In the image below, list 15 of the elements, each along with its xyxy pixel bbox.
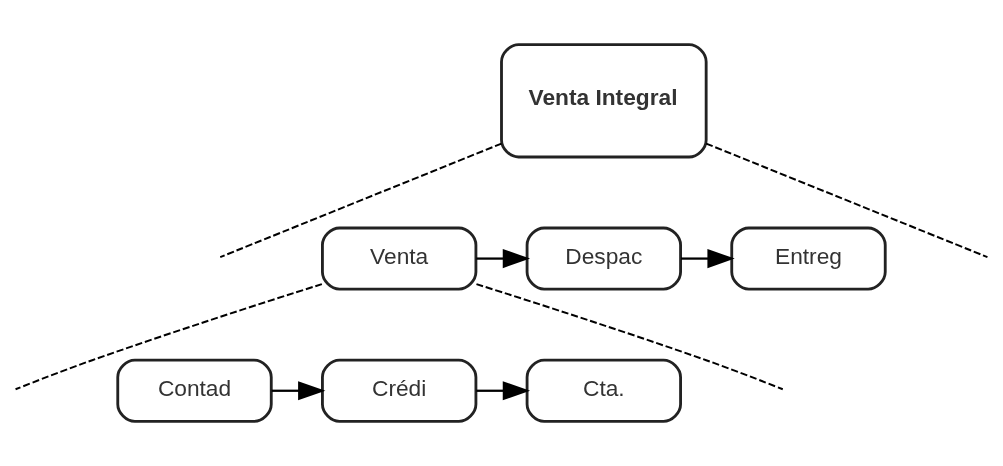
node-box: Crédi — [321, 358, 478, 423]
connector — [705, 142, 989, 259]
node-box: Contad — [116, 358, 273, 423]
connector — [219, 142, 503, 259]
arrow — [271, 381, 326, 401]
arrow — [680, 249, 735, 269]
node-box: Entreg — [730, 226, 887, 291]
node-box: Venta — [321, 226, 478, 291]
arrow — [476, 381, 531, 401]
node-box: Venta Integral — [500, 43, 708, 159]
arrow — [476, 249, 531, 269]
node-box: Despac — [525, 226, 682, 291]
connector — [14, 283, 323, 391]
connector — [475, 283, 784, 391]
node-box: Cta. — [525, 358, 682, 423]
